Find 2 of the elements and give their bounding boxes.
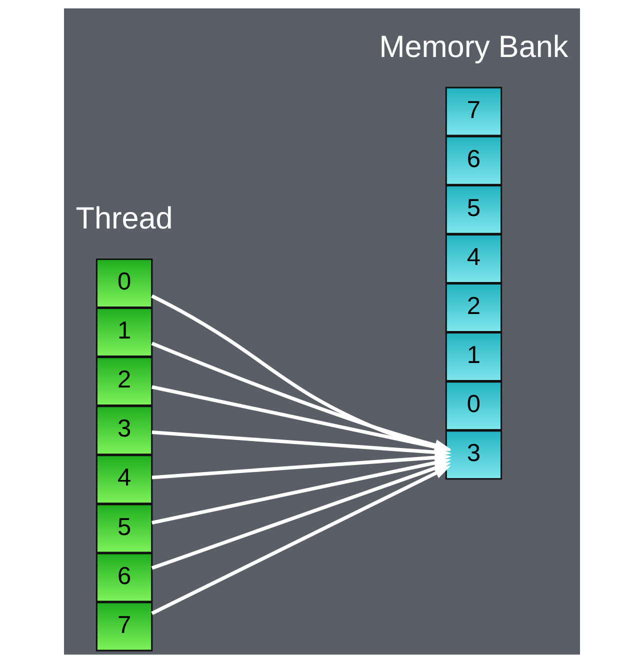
label: Memory Bank [378, 30, 568, 64]
label: Thread [75, 202, 172, 236]
